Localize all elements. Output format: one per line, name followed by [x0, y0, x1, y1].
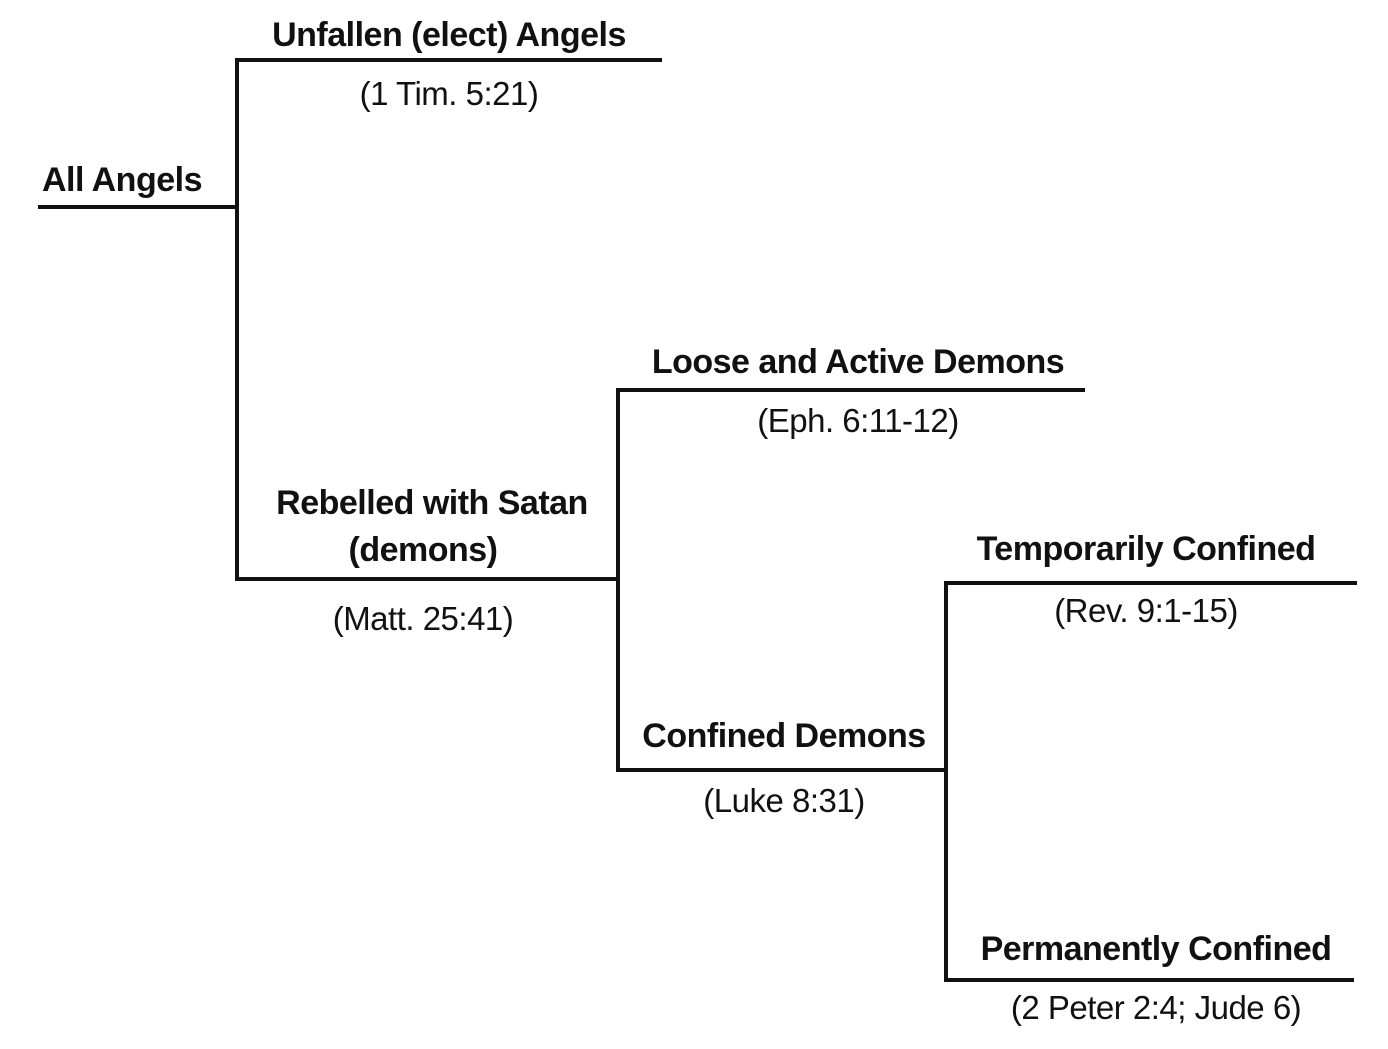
rebelled-reference: (Matt. 25:41) — [332, 600, 514, 637]
rebelled-label-line2: (demons) — [348, 531, 499, 569]
confined-demons-reference: (Luke 8:31) — [703, 782, 865, 819]
temporarily-confined-label: Temporarily Confined — [976, 530, 1316, 568]
permanently-confined-label: Permanently Confined — [980, 930, 1332, 968]
loose-active-demons-label: Loose and Active Demons — [651, 343, 1065, 381]
loose-active-demons-reference: (Eph. 6:11-12) — [757, 402, 959, 439]
temporarily-confined-reference: (Rev. 9:1-15) — [1054, 592, 1238, 629]
confined-demons-label: Confined Demons — [642, 717, 926, 755]
all-angels-label: All Angels — [42, 161, 203, 199]
unfallen-angels-label: Unfallen (elect) Angels — [272, 16, 626, 54]
permanently-confined-reference: (2 Peter 2:4; Jude 6) — [1010, 989, 1302, 1026]
rebelled-label-line1: Rebelled with Satan — [276, 484, 588, 522]
unfallen-angels-reference: (1 Tim. 5:21) — [359, 75, 539, 112]
